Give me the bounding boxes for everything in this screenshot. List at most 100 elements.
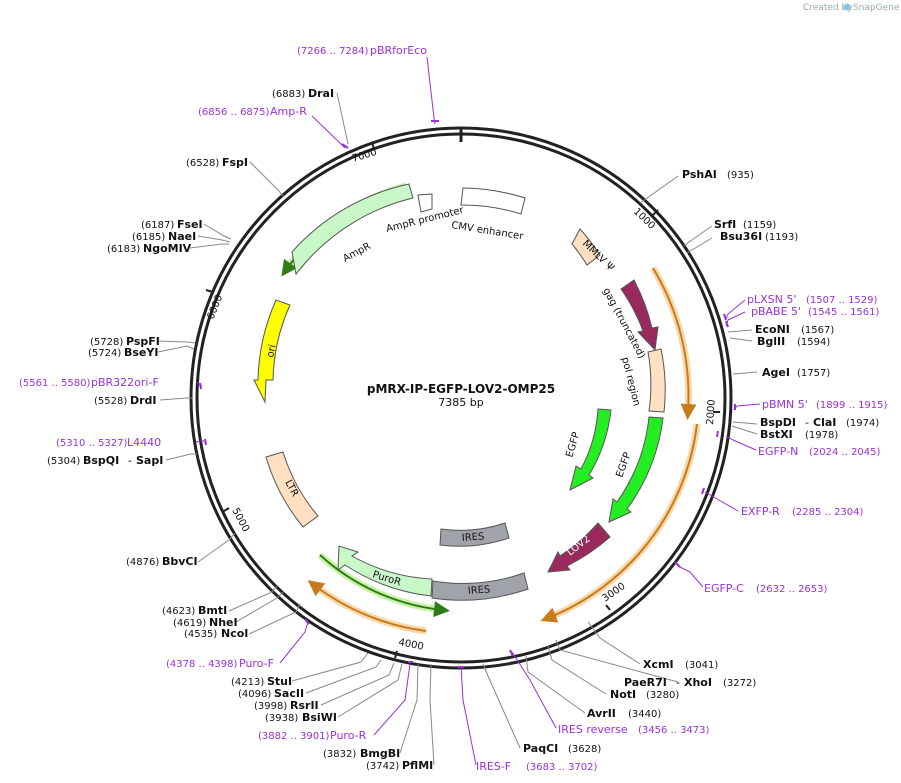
feature-ampr-label: AmpR [341, 241, 373, 265]
site-pflmi-pos: (3742) [366, 761, 399, 772]
primer-egfpc-name[interactable]: EGFP-C [704, 582, 744, 595]
feature-ires-2[interactable] [431, 572, 529, 601]
feature-ampr[interactable] [291, 183, 414, 276]
site-nhei-name[interactable]: NheI [209, 616, 238, 629]
site-bspdi-name[interactable]: BspDI [760, 416, 796, 429]
feature-gag[interactable] [620, 279, 659, 352]
feature-egfp1-label: EGFP [564, 431, 582, 459]
site-xhoi-pos: (3272) [723, 678, 756, 689]
feature-cmv-enhancer[interactable] [460, 187, 526, 215]
site-clai-name[interactable]: ClaI [813, 416, 836, 429]
site-srfi-name[interactable]: SrfI [714, 218, 736, 231]
feature-egfp-2[interactable] [608, 416, 664, 523]
site-avrii-name[interactable]: AvrII [587, 707, 616, 720]
site-paqci-name[interactable]: PaqCI [523, 742, 558, 755]
site-paer7i-sep: - [676, 676, 680, 689]
feature-cmv-label: CMV enhancer [451, 220, 525, 242]
primer-exfpr-name[interactable]: EXFP-R [741, 505, 780, 518]
site-sacii-name[interactable]: SacII [274, 687, 304, 700]
primer-iresf-name[interactable]: IRES-F [476, 760, 511, 773]
primer-plxsn-name[interactable]: pLXSN 5' [747, 293, 796, 306]
site-pshai-name[interactable]: PshAI [682, 168, 717, 181]
site-xcmi-pos: (3041) [685, 660, 718, 671]
orf-arc-3[interactable] [307, 580, 427, 632]
site-sacii-pos: (4096) [238, 689, 271, 700]
site-noti-name[interactable]: NotI [610, 688, 636, 701]
feature-mmlv-psi[interactable] [571, 228, 601, 266]
feature-egfp-1[interactable] [569, 408, 612, 491]
feature-ires1-label: IRES [461, 531, 484, 544]
site-bseyi-name[interactable]: BseYI [124, 346, 158, 359]
feature-ltr[interactable] [265, 451, 319, 528]
site-paqci-pos: (3628) [568, 744, 601, 755]
site-naei-pos: (6185) [132, 232, 165, 243]
site-ncoi-pos: (4535) [184, 629, 217, 640]
site-bstxi-pos: (1978) [805, 430, 838, 441]
primer-exfpr-pos: (2285 .. 2304) [792, 507, 864, 518]
site-ngomiv-pos: (6183) [107, 244, 140, 255]
site-bmti-name[interactable]: BmtI [198, 604, 227, 617]
primer-pbrforeco-pos: (7266 .. 7284) [297, 46, 369, 57]
orf-arc-4[interactable] [319, 554, 450, 618]
feature-ori[interactable] [253, 299, 291, 404]
feature-pol-region[interactable] [647, 348, 666, 413]
site-xhoi-name[interactable]: XhoI [684, 676, 712, 689]
primer-leader-lines [195, 56, 761, 766]
primer-l4440-pos: (5310 .. 5327) [56, 438, 128, 449]
site-stui-name[interactable]: StuI [267, 675, 292, 688]
site-fspi-name[interactable]: FspI [222, 156, 248, 169]
site-xcmi-name[interactable]: XcmI [643, 658, 674, 671]
site-naei-name[interactable]: NaeI [168, 230, 196, 243]
site-bsiwi-name[interactable]: BsiWI [302, 711, 337, 724]
site-fsei-name[interactable]: FseI [177, 218, 203, 231]
primer-markers [199, 120, 736, 668]
primer-iresf-pos: (3683 .. 3702) [526, 762, 598, 773]
site-avrii-pos: (3440) [628, 709, 661, 720]
feature-lov2[interactable] [547, 522, 611, 573]
site-bspqi-pos: (5304) [47, 456, 80, 467]
site-pspfi-name[interactable]: PspFI [126, 335, 160, 348]
primer-egfpn-name[interactable]: EGFP-N [758, 445, 798, 458]
site-drdi-name[interactable]: DrdI [130, 394, 157, 407]
feature-ires-1[interactable] [439, 522, 510, 547]
feature-puror[interactable] [337, 545, 433, 597]
site-rsrii-name[interactable]: RsrII [290, 699, 319, 712]
primer-pbrforeco-name[interactable]: pBRforEco [370, 44, 427, 57]
primer-pbmn-name[interactable]: pBMN 5' [762, 398, 808, 411]
primer-puror-name[interactable]: Puro-R [330, 729, 367, 742]
site-econi-name[interactable]: EcoNI [755, 323, 790, 336]
site-bspqi-name[interactable]: BspQI [83, 454, 119, 467]
site-bglii-pos: (1594) [797, 337, 830, 348]
primer-ampr-pos: (6856 .. 6875) [198, 107, 270, 118]
site-bbvci-name[interactable]: BbvCI [162, 555, 198, 568]
site-bsu36i-name[interactable]: Bsu36I [720, 230, 762, 243]
feature-ori-label: ori [265, 344, 278, 359]
site-leader-lines [157, 92, 758, 766]
primer-pbmn-pos: (1899 .. 1915) [816, 400, 888, 411]
primer-ampr-name[interactable]: Amp-R [270, 105, 307, 118]
plasmid-length: 7385 bp [438, 396, 483, 409]
site-drdi-pos: (5528) [94, 396, 127, 407]
primer-l4440-name[interactable]: L4440 [127, 436, 161, 449]
feature-ampr-promoter[interactable] [417, 193, 433, 213]
site-bspdi-sep: - [805, 416, 809, 429]
site-pflmi-name[interactable]: PflMI [402, 759, 433, 772]
primer-iresrev-name[interactable]: IRES reverse [558, 723, 628, 736]
orf-arc-1[interactable] [652, 267, 697, 420]
site-drai-name[interactable]: DraI [308, 87, 334, 100]
site-paer7i-name[interactable]: PaeR7I [624, 676, 667, 689]
site-bmgbi-pos: (3832) [323, 749, 356, 760]
site-agei-name[interactable]: AgeI [762, 366, 790, 379]
orf-arc-2[interactable] [540, 423, 698, 623]
site-ngomiv-name[interactable]: NgoMIV [143, 242, 192, 255]
site-ncoi-name[interactable]: NcoI [221, 627, 248, 640]
primer-purof-name[interactable]: Puro-F [239, 657, 274, 670]
primer-pbr322orif-name[interactable]: pBR322ori-F [91, 376, 159, 389]
site-sapi-name[interactable]: SapI [136, 454, 163, 467]
site-bstxi-name[interactable]: BstXI [760, 428, 793, 441]
site-econi-pos: (1567) [801, 325, 834, 336]
site-bglii-name[interactable]: BglII [757, 335, 785, 348]
primer-pbabe-name[interactable]: pBABE 5' [751, 305, 801, 318]
site-bmgbi-name[interactable]: BmgBI [360, 747, 400, 760]
primer-pbabe-pos: (1545 .. 1561) [808, 307, 880, 318]
